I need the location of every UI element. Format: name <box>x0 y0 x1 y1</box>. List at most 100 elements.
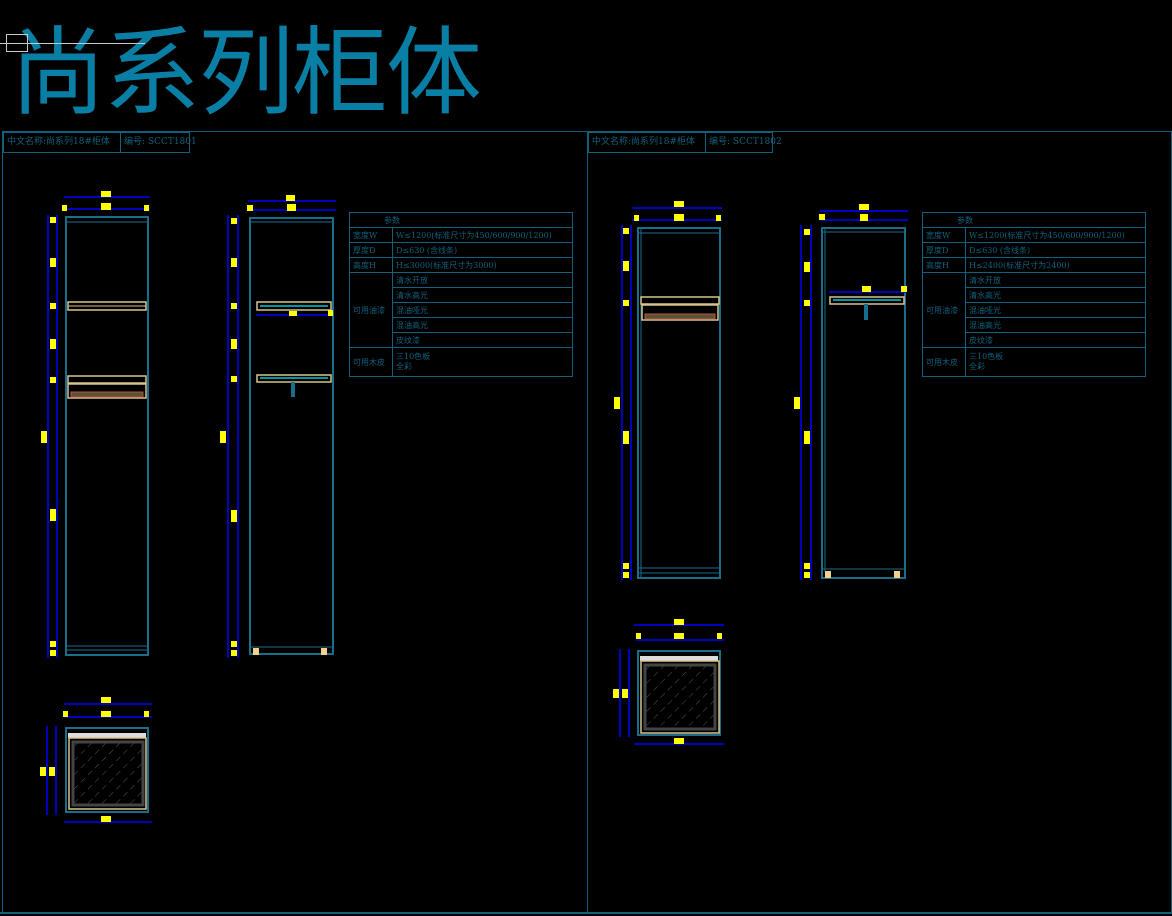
dimension-text <box>674 619 684 625</box>
dimension-text <box>247 205 253 211</box>
spec-paint-label: 可用油漆 <box>922 272 966 348</box>
dimension-text <box>717 633 722 639</box>
cabinet-outline <box>65 216 149 656</box>
dimension-text <box>804 563 810 569</box>
drawer-front <box>67 375 147 384</box>
dimension-text <box>50 377 56 383</box>
dimension-text <box>328 310 333 316</box>
dimension-text <box>144 205 149 211</box>
dimension-text <box>50 258 56 267</box>
dimension-text <box>50 641 56 647</box>
spec-wood-item: 三10色板 <box>969 352 1004 361</box>
dimension-text <box>794 397 800 409</box>
sheet-2-code-label: 编号: SCCT1802 <box>705 132 782 153</box>
dimension-text <box>623 261 629 271</box>
plan-top-rail <box>640 656 718 661</box>
cabinet-outline <box>637 227 721 579</box>
dimension-text <box>144 711 149 717</box>
dimension-text <box>50 217 56 223</box>
dimension-text <box>804 431 810 444</box>
dimension-text <box>622 689 628 698</box>
drawing-title: 尚系列柜体 <box>10 17 482 129</box>
dimension-text <box>860 214 868 221</box>
dimension-text <box>674 738 684 744</box>
spec-wood-items: 三10色板全彩 <box>392 347 573 377</box>
drawer-front <box>640 296 720 305</box>
dimension-text <box>859 204 869 210</box>
drawer-handle <box>291 382 295 397</box>
dimension-text <box>804 572 810 578</box>
dimension-text <box>101 697 111 703</box>
spec-wood-label: 可用木皮 <box>349 347 393 377</box>
plan-hatch <box>643 663 717 731</box>
sheet-1-plan-view <box>40 697 152 823</box>
dimension-text <box>623 300 629 306</box>
dimension-text <box>50 303 56 309</box>
plan-frame <box>68 737 147 810</box>
dimension-text <box>101 711 111 717</box>
dimension-text <box>62 205 67 211</box>
plan-frame <box>640 660 720 734</box>
cabinet-outline <box>821 227 906 579</box>
spec-wood-item: 全彩 <box>969 362 985 371</box>
dimension-text <box>41 431 47 443</box>
dimension-text <box>231 650 237 656</box>
dimension-text <box>101 816 111 822</box>
dimension-text <box>804 229 810 235</box>
plinth-foot <box>253 648 259 655</box>
spec-wood-item: 三10色板 <box>396 352 431 361</box>
plan-hatch <box>71 740 145 807</box>
dimension-text <box>636 633 641 639</box>
dimension-text <box>614 397 620 409</box>
dimension-text <box>623 228 629 234</box>
spec-wood-item: 全彩 <box>396 362 412 371</box>
dimension-text <box>50 339 56 349</box>
drawer-body <box>641 304 719 321</box>
dimension-text <box>623 431 629 444</box>
dimension-text <box>901 286 907 292</box>
dimension-text <box>634 215 639 221</box>
dimension-text <box>289 311 297 316</box>
dimension-text <box>286 195 295 201</box>
dimension-text <box>623 572 629 578</box>
cabinet-outline <box>249 217 334 655</box>
dimension-text <box>231 376 237 382</box>
drawer-body <box>67 383 147 399</box>
dimension-text <box>623 563 629 569</box>
dimension-text <box>231 303 237 309</box>
dimension-text <box>674 214 684 221</box>
plinth-foot <box>321 648 327 655</box>
dimension-text <box>674 201 684 207</box>
drawer-base <box>644 313 716 320</box>
dimension-text <box>231 641 237 647</box>
cad-crosshair-line <box>0 43 145 44</box>
dimension-text <box>819 214 825 220</box>
sheet-2-plan-view <box>613 619 724 745</box>
dimension-text <box>101 203 111 210</box>
drawer-base <box>70 391 144 398</box>
sheet-1-code-label: 编号: SCCT1801 <box>120 132 197 153</box>
sheet-2-side-elevation <box>794 204 908 580</box>
dimension-text <box>231 218 237 224</box>
plinth-foot <box>894 571 900 578</box>
dimension-text <box>862 286 871 292</box>
dimension-text <box>287 204 296 211</box>
plan-top-rail <box>68 733 146 738</box>
dimension-text <box>613 689 619 698</box>
plinth-foot <box>825 571 831 578</box>
dimension-text <box>40 767 46 776</box>
dimension-text <box>101 191 111 197</box>
dimension-text <box>220 431 226 443</box>
drawer-handle <box>864 304 868 320</box>
drawing-border-bottom <box>0 912 1172 914</box>
dimension-text <box>63 711 68 717</box>
sheet-2-front-elevation <box>614 201 722 580</box>
dimension-text <box>49 767 55 776</box>
sheet-1-front-elevation <box>41 191 150 658</box>
dimension-text <box>674 633 684 639</box>
dimension-text <box>231 258 237 267</box>
plan-outline <box>65 727 149 813</box>
